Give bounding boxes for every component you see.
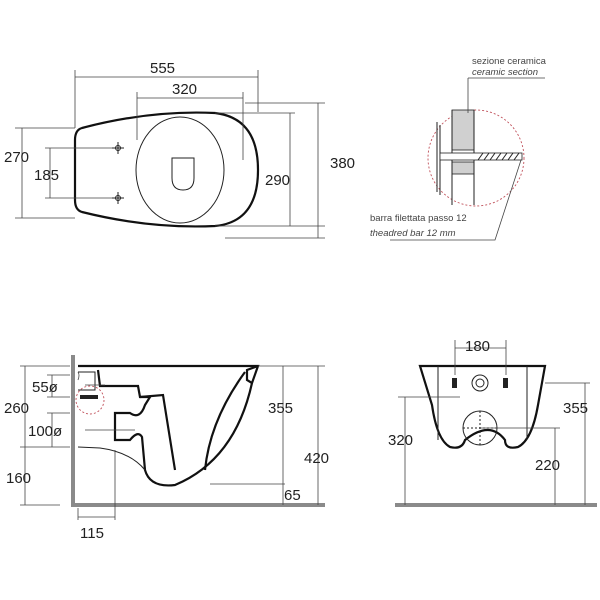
bowl-opening: [135, 116, 225, 224]
dim-bolt-spacing: 180: [465, 338, 490, 355]
dim-inlet-diameter: 55ø: [32, 379, 58, 396]
label-bar-it: barra filettata passo 12: [370, 213, 467, 224]
dim-floor-to-outlet: 160: [6, 470, 31, 487]
fixing-hole-icon: [112, 192, 124, 204]
dim-width: 555: [150, 60, 175, 77]
dim-outlet-diameter: 100ø: [28, 423, 62, 440]
dim-bowl-depth: 290: [265, 172, 290, 189]
detail-view: sezione ceramica ceramic section barra f…: [370, 56, 547, 241]
dim-total-height: 420: [304, 450, 329, 467]
dim-bowl-height: 355: [268, 400, 293, 417]
dim-outlet-height: 260: [4, 400, 29, 417]
dim-hole-spacing-long: 320: [172, 81, 197, 98]
dim-hole-spacing: 185: [34, 167, 59, 184]
dim-outlet-center: 220: [535, 457, 560, 474]
toilet-outline-top: [73, 111, 260, 228]
dim-overall-depth: 270: [4, 149, 29, 166]
label-bar-en: theadred bar 12 mm: [370, 228, 456, 239]
fixing-hole-icon: [112, 142, 124, 154]
dim-height-right: 355: [563, 400, 588, 417]
wall: [71, 355, 325, 507]
side-view: 55ø 260 100ø 160 355 420 65 115: [4, 355, 329, 542]
dim-rim-offset: 65: [284, 487, 301, 504]
label-ceramic-section-en: ceramic section: [472, 67, 538, 78]
front-view: 180 320 220 355: [388, 338, 597, 507]
toilet-outline-side: [78, 364, 260, 487]
label-ceramic-section-it: sezione ceramica: [472, 56, 547, 67]
top-view: 555 320 270 185 290 380: [4, 60, 355, 239]
dim-height-left: 320: [388, 432, 413, 449]
toilet-outline-front: [418, 364, 547, 449]
inlet-circle-icon: [471, 374, 489, 392]
dim-total-depth: 380: [330, 155, 355, 172]
detail-circle: [427, 109, 525, 207]
dim-wall-offset: 115: [80, 525, 104, 542]
drain-outline: [171, 157, 195, 191]
